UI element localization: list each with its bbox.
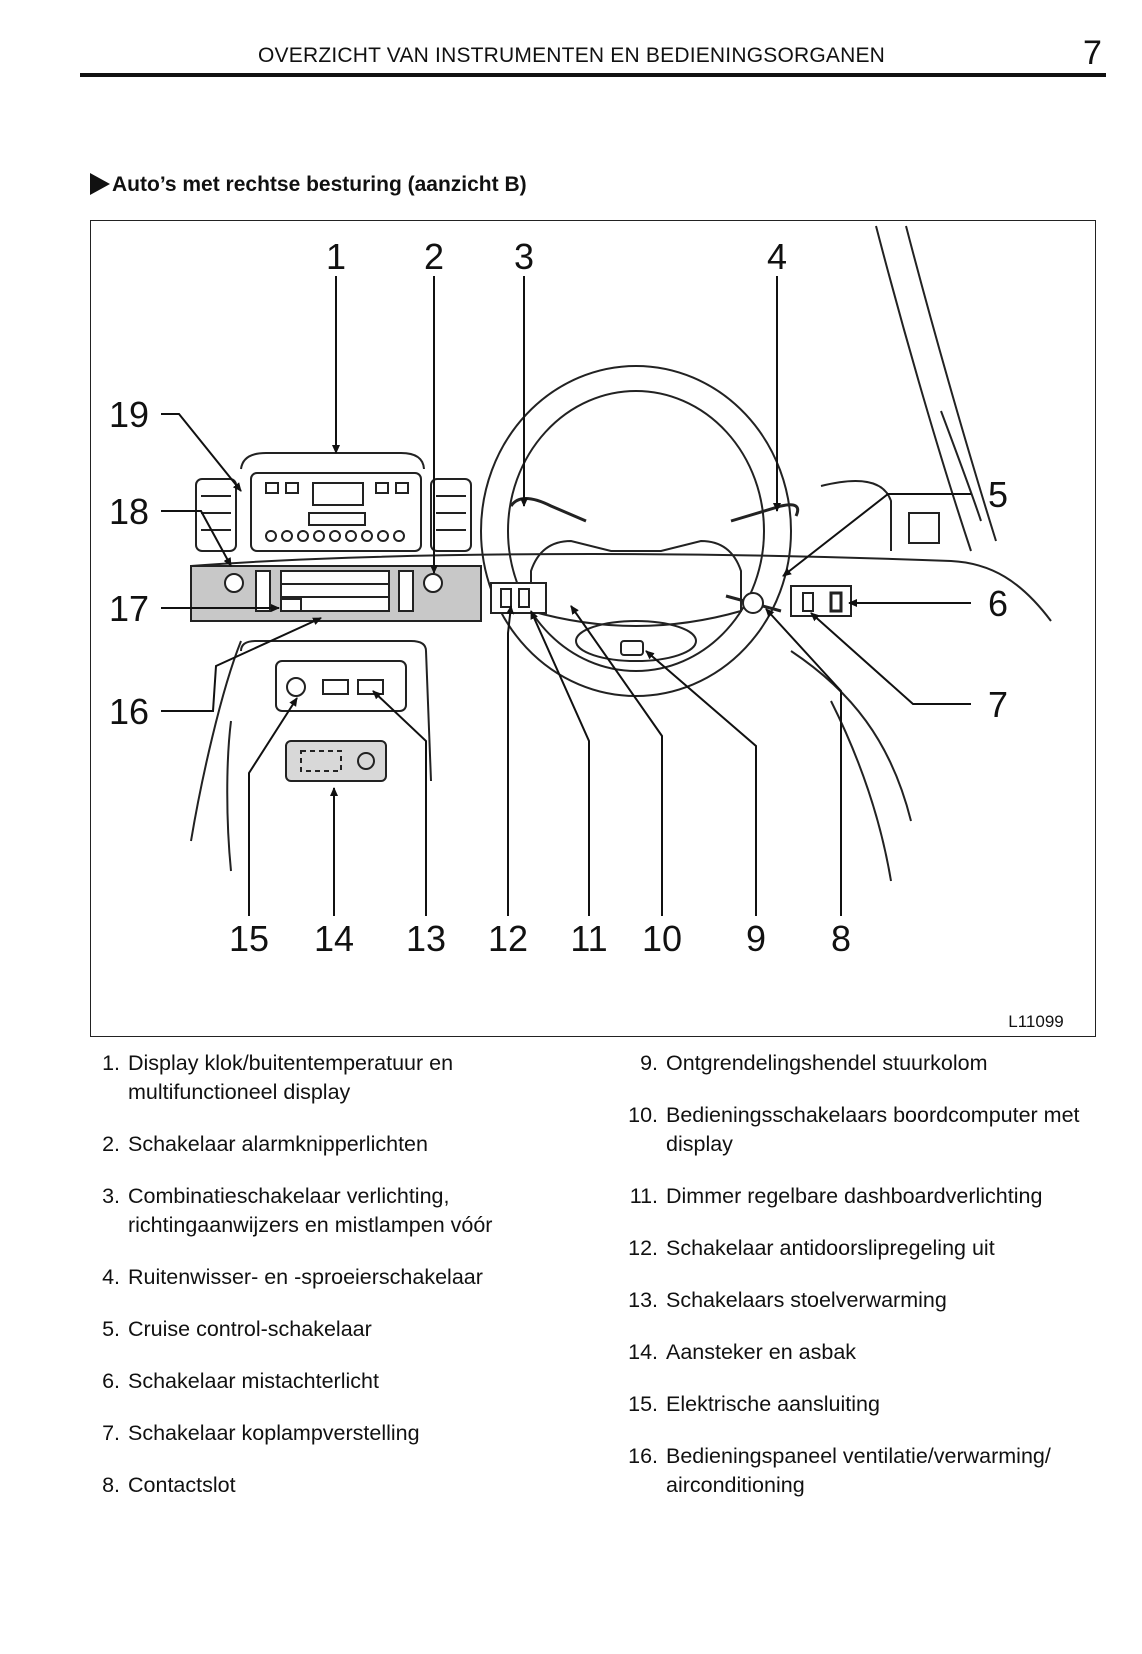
legend-item-number: 11. <box>629 1184 658 1208</box>
legend-item-number: 1. <box>102 1051 120 1075</box>
callout-6: 6 <box>988 583 1008 624</box>
legend-item-number: 13. <box>628 1288 658 1312</box>
legend-item-number: 9. <box>640 1051 658 1075</box>
callout-4: 4 <box>767 236 787 277</box>
callout-9: 9 <box>746 918 766 959</box>
callout-3: 3 <box>514 236 534 277</box>
legend-item-number: 12. <box>628 1236 658 1260</box>
legend-item: 1. Display klok/buitentemperatuur en mult… <box>96 1049 606 1107</box>
page-number: 7 <box>1083 34 1102 72</box>
callout-leader-lines <box>161 276 971 916</box>
legend-item-number: 5. <box>102 1317 120 1341</box>
callout-7: 7 <box>988 684 1008 725</box>
legend-left-column: 1. Display klok/buitentemperatuur en mult… <box>96 1049 606 1523</box>
legend-item: 5. Cruise control-schakelaar <box>96 1315 606 1344</box>
legend-item-text: Ontgrendelingshendel stuurkolom <box>666 1051 988 1075</box>
legend-item: 6. Schakelaar mistachterlicht <box>96 1367 606 1396</box>
legend-item-text: Schakelaar antidoorslipregeling uit <box>666 1236 995 1260</box>
callout-5: 5 <box>988 474 1008 515</box>
legend-item-text: Schakelaar alarmknipperlichten <box>128 1132 428 1156</box>
legend-item-text: Cruise control-schakelaar <box>128 1317 372 1341</box>
legend-item: 8. Contactslot <box>96 1471 606 1500</box>
header-rule <box>80 73 1106 77</box>
callout-16: 16 <box>109 691 149 732</box>
legend-item-text: Display klok/buitentemperatuur en multif… <box>128 1051 454 1104</box>
callout-2: 2 <box>424 236 444 277</box>
legend-item-text: Combinatieschakelaar verlichting, richti… <box>128 1184 493 1237</box>
callout-8: 8 <box>831 918 851 959</box>
legend-item-number: 15. <box>628 1392 658 1416</box>
legend-item-number: 10. <box>628 1103 658 1127</box>
legend-item: 13. Schakelaars stoelverwarming <box>618 1286 1098 1315</box>
callout-numbers: 1 2 3 4 5 6 7 8 9 10 11 12 13 14 15 16 1… <box>109 236 1008 959</box>
dashboard-line-art <box>190 225 1052 882</box>
dashboard-drawing: 1 2 3 4 5 6 7 8 9 10 11 12 13 14 15 16 1… <box>109 225 1064 1031</box>
callout-15: 15 <box>229 918 269 959</box>
legend-item: 2. Schakelaar alarmknipperlichten <box>96 1130 606 1159</box>
callout-14: 14 <box>314 918 354 959</box>
legend-item-number: 7. <box>102 1421 120 1445</box>
legend-item: 10. Bedieningsschakelaars boordcomputer m… <box>618 1101 1098 1159</box>
legend-item-text: Elektrische aansluiting <box>666 1392 880 1416</box>
legend-item: 7. Schakelaar koplampverstelling <box>96 1419 606 1448</box>
callout-1: 1 <box>326 236 346 277</box>
legend-item-text: Bedieningsschakelaars boordcomputer met … <box>666 1103 1080 1156</box>
legend-item: 14. Aansteker en asbak <box>618 1338 1098 1367</box>
legend-item: 9. Ontgrendelingshendel stuurkolom <box>618 1049 1098 1078</box>
legend-item-text: Bedieningspaneel ventilatie/verwarming/ … <box>666 1444 1051 1497</box>
legend-item: 15. Elektrische aansluiting <box>618 1390 1098 1419</box>
legend-item: 4. Ruitenwisser- en -sproeierschakelaar <box>96 1263 606 1292</box>
legend-item-text: Aansteker en asbak <box>666 1340 857 1364</box>
section-heading: Auto’s met rechtse besturing (aanzicht B… <box>90 173 527 197</box>
callout-12: 12 <box>488 918 528 959</box>
legend-item-text: Contactslot <box>128 1473 236 1497</box>
legend-item-number: 8. <box>102 1473 120 1497</box>
section-heading-text: Auto’s met rechtse besturing (aanzicht B… <box>112 173 527 196</box>
triangle-bullet-icon <box>90 173 110 195</box>
callout-19: 19 <box>109 394 149 435</box>
legend-item-text: Dimmer regelbare dashboardverlichting <box>666 1184 1043 1208</box>
callout-17: 17 <box>109 588 149 629</box>
legend-item-number: 16. <box>628 1444 658 1468</box>
legend-right-column: 9. Ontgrendelingshendel stuurkolom 10. Bed… <box>618 1049 1098 1523</box>
legend-item: 16. Bedieningspaneel ventilatie/verwarmin… <box>618 1442 1098 1500</box>
callout-11: 11 <box>570 918 607 959</box>
page-header-title: OVERZICHT VAN INSTRUMENTEN EN BEDIENINGS… <box>258 44 886 67</box>
legend-item-text: Schakelaars stoelverwarming <box>666 1288 947 1312</box>
legend-item: 12. Schakelaar antidoorslipregeling uit <box>618 1234 1098 1263</box>
callout-13: 13 <box>406 918 446 959</box>
legend-item-number: 6. <box>102 1369 120 1393</box>
legend-item-number: 14. <box>628 1340 658 1364</box>
legend-item: 11. Dimmer regelbare dashboardverlichting <box>618 1182 1098 1211</box>
figure-code: L11099 <box>1008 1012 1063 1031</box>
legend-item-text: Ruitenwisser- en -sproeierschakelaar <box>128 1265 483 1289</box>
legend-item: 3. Combinatieschakelaar verlichting, rich… <box>96 1182 606 1240</box>
callout-10: 10 <box>642 918 682 959</box>
legend-item-number: 4. <box>102 1265 120 1289</box>
dashboard-illustration: 1 2 3 4 5 6 7 8 9 10 11 12 13 14 15 16 1… <box>90 220 1096 1037</box>
legend-item-number: 3. <box>102 1184 120 1208</box>
legend-item-text: Schakelaar koplampverstelling <box>128 1421 420 1445</box>
callout-18: 18 <box>109 491 149 532</box>
legend-item-text: Schakelaar mistachterlicht <box>128 1369 379 1393</box>
legend-item-number: 2. <box>102 1132 120 1156</box>
